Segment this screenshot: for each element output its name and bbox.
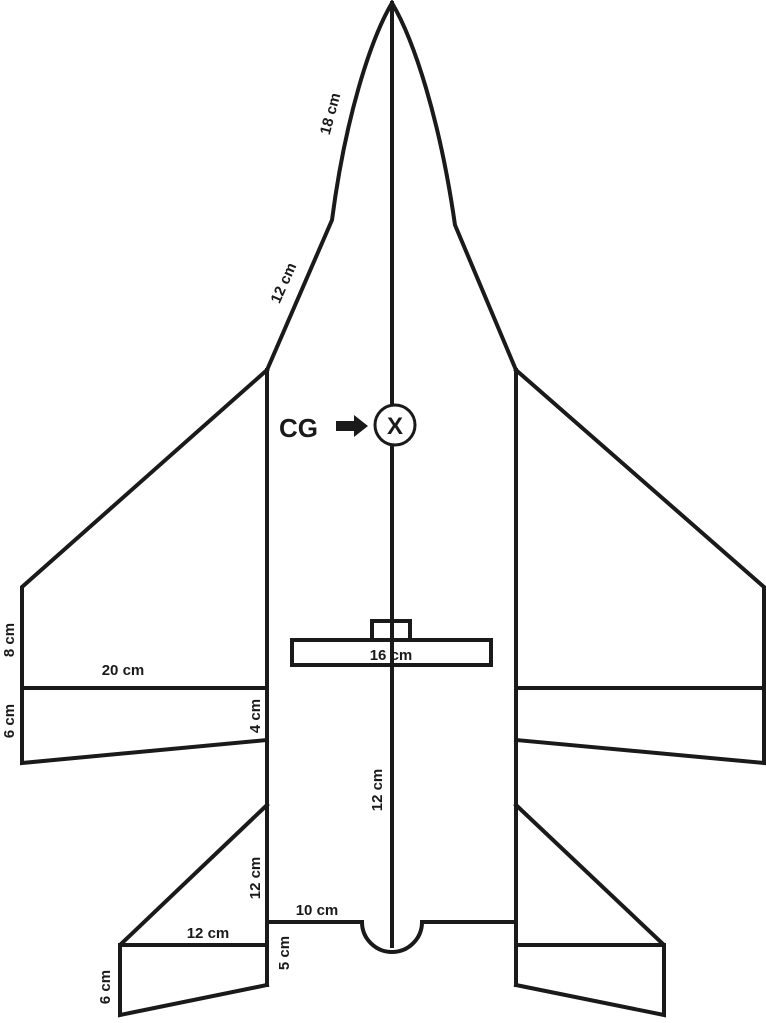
canard-slot [370, 619, 412, 642]
cg-mark: X [387, 413, 403, 440]
dim-elevator-root: 5 cm [276, 936, 293, 970]
cg-label: CG [279, 413, 318, 443]
tail-notch [265, 920, 518, 954]
dim-aileron-root: 4 cm [247, 699, 264, 733]
dim-rear-body: 12 cm [369, 769, 386, 812]
dim-aileron-tip: 6 cm [1, 704, 18, 738]
dim-stabilizer-span: 12 cm [187, 925, 230, 942]
dim-nose-length: 18 cm [317, 91, 344, 136]
dim-wing-span: 20 cm [102, 662, 145, 679]
cg-arrow-icon [336, 415, 368, 437]
cg-circle [373, 403, 417, 447]
left-wing [20, 367, 270, 766]
dim-canard-span: 16 cm [370, 647, 413, 664]
dim-elevator-tip: 6 cm [97, 970, 114, 1004]
dim-wing-root: 8 cm [1, 623, 18, 657]
dim-stabilizer-root: 12 cm [247, 857, 264, 900]
dim-tail-notch: 10 cm [296, 902, 339, 919]
dim-nose-taper: 12 cm [267, 260, 300, 306]
right-wing [513, 367, 766, 766]
right-stabilizer [513, 802, 666, 1018]
left-stabilizer [118, 802, 270, 1018]
